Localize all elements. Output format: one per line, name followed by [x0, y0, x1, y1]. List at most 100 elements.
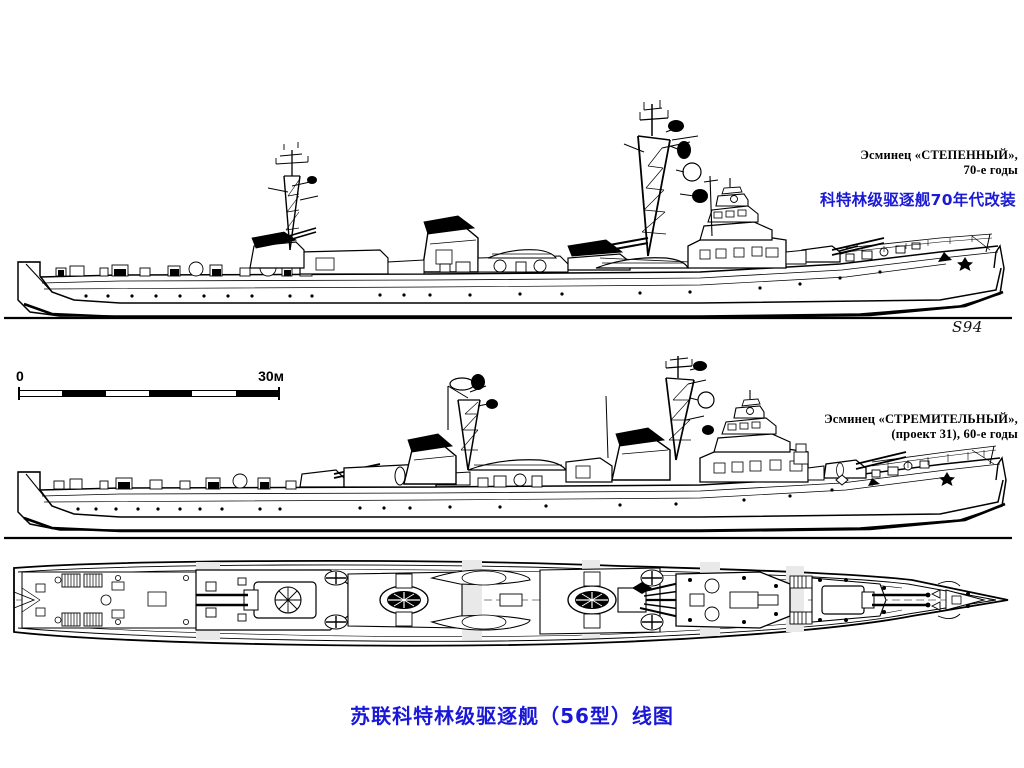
guardrail-lower: [871, 445, 997, 463]
scale-segment: [192, 391, 235, 396]
plan-deck-edge-port: [17, 599, 997, 642]
plan-stern-lines: [21, 587, 41, 613]
fwd-house-lower: [807, 465, 825, 481]
aft-deck-solid-lower: [118, 482, 269, 489]
bow-stay-upper: [971, 235, 991, 251]
aft-deckhouse-upper: [299, 249, 389, 275]
fwd-funnel-lower: [611, 427, 671, 481]
label-ship-lower-ru: Эсминец «СТРЕМИТЕЛЬНЫЙ», (проект 31), 60…: [824, 412, 1018, 442]
guardrail-2-lower: [871, 449, 997, 467]
view-profile-lower: [4, 356, 1012, 540]
label-ship-upper-ru-line2: 70-е годы: [963, 163, 1018, 177]
plan-fwd-turret: [821, 585, 931, 615]
plan-aft-turret: [196, 581, 317, 619]
guardrail-2-upper: [845, 237, 993, 253]
anchor-upper: [938, 252, 952, 262]
bow-stem-lower: [995, 456, 1007, 481]
scale-segment: [148, 391, 193, 396]
hull-bottom-upper: [23, 290, 1004, 319]
plan-focsle-dots: [818, 578, 886, 622]
ships-boat-upper: [487, 249, 558, 259]
plan-bow-detail: [930, 581, 986, 619]
fwd-pole-mast-lower: [605, 395, 609, 459]
view-plan: [13, 560, 1009, 647]
scale-segment: [106, 391, 149, 396]
scale-max-label: 30м: [258, 368, 284, 384]
fwd-turret-lower: [823, 451, 907, 479]
guardrail-upper: [845, 233, 993, 249]
label-ship-upper-ru-line1: Эсминец «СТЕПЕННЫЙ»,: [860, 148, 1018, 162]
midship-fittings-lower: [477, 473, 543, 488]
aft-mast-upper: [267, 142, 319, 251]
bow-stay-lower: [971, 449, 995, 465]
plan-deck-edge-stbd: [17, 564, 997, 601]
portholes-lower: [76, 482, 874, 511]
aft-deckhouse-port-lower: [394, 466, 406, 486]
plan-aa-mounts-mid: [640, 569, 664, 631]
bow-star-emblem-upper: [957, 257, 973, 271]
plan-midship-hatch: [499, 593, 523, 607]
bridge-upper: [699, 221, 773, 241]
anchor-lower: [868, 478, 880, 486]
aft-deck-solid-upper: [58, 269, 291, 276]
bridge-windows-upper: [699, 209, 779, 260]
label-ship-lower-ru-line2: (проект 31), 60-е годы: [891, 427, 1018, 441]
plan-bridge-detail: [689, 578, 779, 622]
scale-cap-left: [18, 387, 20, 400]
plan-bridge-dots: [688, 576, 778, 624]
scale-segment: [235, 391, 279, 396]
label-ship-lower-ru-line1: Эсминец «СТРЕМИТЕЛЬНЫЙ»,: [824, 412, 1018, 426]
label-ship-upper-ru: Эсминец «СТЕПЕННЫЙ», 70-е годы: [860, 148, 1018, 178]
fairlead-lower: [835, 474, 849, 486]
scale-cap-right: [278, 387, 280, 400]
focsle-fittings-lower: [871, 460, 930, 478]
scale-segment: [62, 391, 106, 396]
scale-zero-label: 0: [16, 368, 24, 384]
main-mast-upper: [623, 100, 708, 257]
plan-aft-fittings: [35, 575, 189, 626]
strake-a-lower: [41, 463, 1001, 497]
fwd-platform-lower: [793, 443, 809, 465]
label-ship-upper-cn: 科特林级驱逐舰70年代改装: [820, 191, 1016, 209]
view-profile-upper: [4, 100, 1012, 320]
plan-boats: [429, 569, 531, 631]
focsle-fittings-upper: [845, 242, 921, 262]
guardrail-stanchions-lower: [887, 450, 985, 470]
guardrail-stanchions-upper: [861, 236, 973, 254]
aft-funnel-lower: [403, 433, 457, 485]
scale-segment: [19, 391, 62, 396]
midship-house-upper: [387, 259, 425, 275]
figure-caption: 苏联科特林级驱逐舰（56型）线图: [350, 704, 674, 728]
gun-director-upper: [715, 178, 749, 207]
bow-stem-upper: [993, 244, 1005, 269]
gun-director-lower: [733, 390, 765, 419]
artist-signature: S94: [952, 318, 983, 336]
bow-star-emblem-lower: [939, 472, 955, 486]
midship-fittings-upper: [439, 259, 547, 273]
fwd-yard-upper: [703, 179, 719, 183]
aft-deck-fittings-lower: [53, 473, 297, 490]
aft-mast-lower: [447, 374, 498, 471]
plan-aa-mounts-aft: [324, 570, 348, 630]
plan-fwd-funnel: [567, 571, 617, 629]
strake-b-lower: [43, 476, 949, 503]
main-mast-lower: [665, 356, 715, 461]
bridge-windows-lower: [713, 421, 803, 474]
ships-boat-2-upper: [595, 257, 691, 269]
aft-funnel-upper: [421, 215, 479, 273]
plan-aft-funnel: [379, 573, 429, 627]
portholes-upper: [84, 270, 882, 298]
plan-stern-fairlead: [13, 591, 36, 609]
plan-aft-house-fittings: [205, 577, 247, 622]
jackstaff-upper: [985, 233, 991, 253]
stern-rake-upper: [25, 263, 53, 293]
scale-bar-track: [18, 390, 280, 397]
stern-rake-lower: [25, 473, 53, 507]
jackstaff-lower: [989, 445, 995, 465]
midship-house-window-lower: [575, 465, 591, 479]
ships-boat-lower: [467, 459, 568, 471]
aft-deckhouse-window: [315, 257, 335, 271]
fwd-house-upper: [785, 249, 807, 265]
